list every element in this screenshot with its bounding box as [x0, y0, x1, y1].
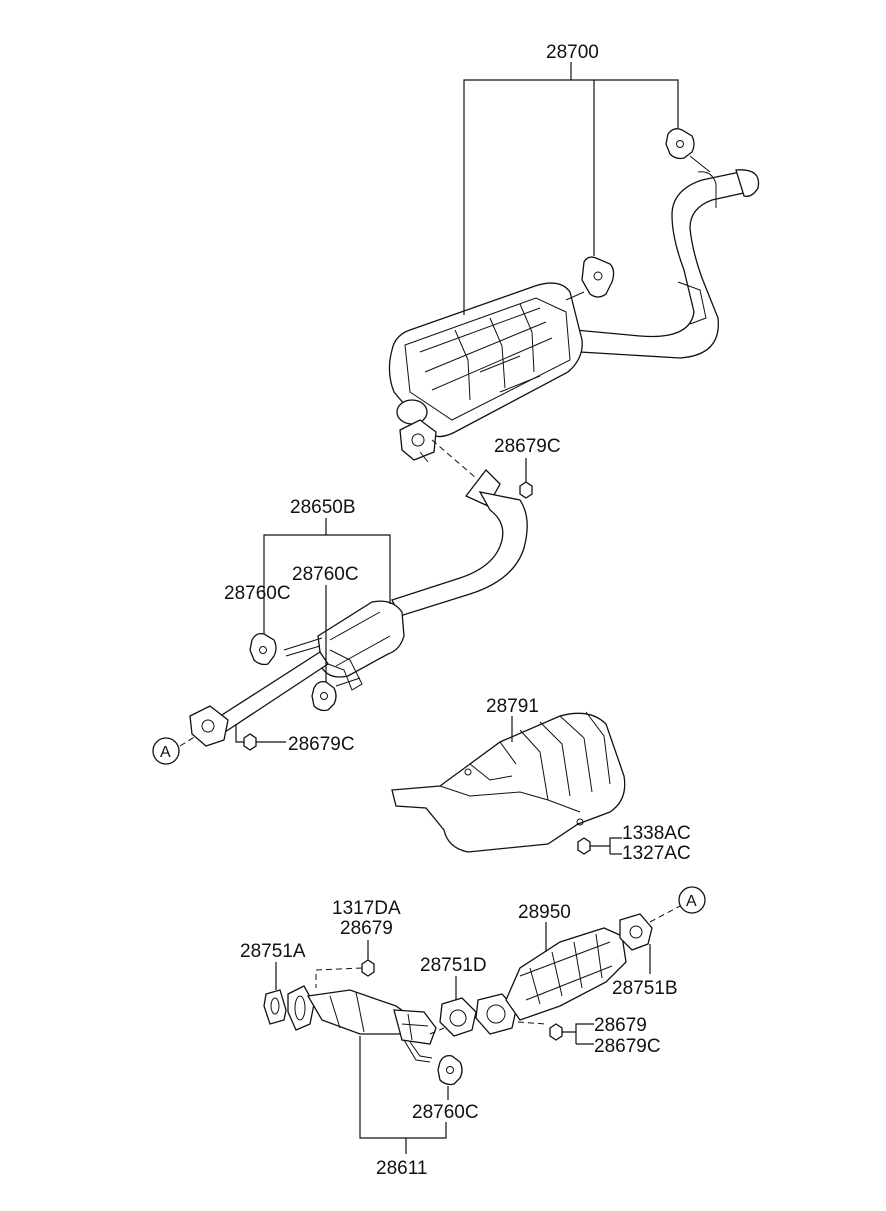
muffler-inlet — [396, 399, 428, 425]
center-pipe-tube — [391, 491, 528, 617]
protector-bolt — [577, 837, 591, 855]
callout-lines-28611 — [359, 1036, 447, 1139]
nut-lower — [549, 1023, 563, 1041]
center-pipe — [189, 469, 528, 747]
front-pipe-joint — [393, 1009, 437, 1045]
label-28679-stud: 28679 — [340, 918, 393, 939]
center-resonator — [317, 600, 405, 678]
center-pipe-front-tube — [213, 651, 329, 735]
front-hanger-rubber — [437, 1054, 463, 1086]
callout-lines-28650b — [263, 518, 391, 682]
stud-nut — [361, 959, 375, 977]
center-hanger-rubber-left — [249, 632, 277, 666]
dash-a-upper — [179, 735, 197, 747]
callout-lines-28700 — [463, 62, 679, 315]
label-1317da: 1317DA — [332, 898, 401, 919]
nut-upper — [519, 481, 533, 499]
label-28760c-front: 28760C — [412, 1102, 479, 1123]
gasket-mid — [439, 997, 477, 1037]
muffler-body — [388, 282, 583, 438]
center-pipe-front-flange — [189, 705, 229, 747]
label-28679c-center: 28679C — [288, 734, 355, 755]
label-28760c-center-left: 28760C — [224, 583, 291, 604]
tail-pipe-tip — [735, 169, 760, 197]
converter-inlet-flange — [475, 993, 517, 1035]
front-pipe-flange — [287, 985, 315, 1031]
center-hanger-rubber-right — [311, 680, 337, 712]
muffler-flange — [399, 419, 437, 461]
label-28650b: 28650B — [290, 497, 356, 518]
label-1327ac: 1327AC — [622, 843, 691, 864]
label-1338ac: 1338AC — [622, 823, 691, 844]
label-28700: 28700 — [546, 42, 599, 63]
callout-circle-a-lower — [678, 886, 706, 914]
label-28950: 28950 — [518, 902, 571, 923]
callout-a-upper: A — [160, 744, 171, 761]
dash-muffler-to-center — [431, 439, 477, 479]
front-pipe — [287, 985, 437, 1063]
muffler-assembly — [388, 128, 760, 463]
muffler-hanger-rubber-2 — [665, 128, 695, 160]
label-28679c-lower: 28679C — [594, 1036, 661, 1057]
label-28679-lower: 28679 — [594, 1015, 647, 1036]
label-28791: 28791 — [486, 696, 539, 717]
label-28751b: 28751B — [612, 978, 678, 999]
heat-protector — [391, 711, 626, 853]
label-28760c-center-right: 28760C — [292, 564, 359, 585]
gasket-front — [263, 989, 287, 1025]
dash-a-lower — [649, 905, 681, 923]
label-28751a: 28751A — [240, 941, 306, 962]
converter-outlet-flange — [619, 913, 653, 951]
heat-protector-plate — [391, 712, 626, 853]
label-28751d: 28751D — [420, 955, 487, 976]
catalytic-converter — [475, 913, 653, 1035]
callout-a-lower: A — [686, 893, 697, 910]
muffler-hanger-rubber-1 — [581, 256, 615, 298]
label-28679c-upper: 28679C — [494, 436, 561, 457]
callout-circle-a-upper — [152, 737, 180, 765]
converter-body — [505, 927, 627, 1021]
nut-center — [243, 733, 257, 751]
label-28611: 28611 — [376, 1158, 427, 1179]
